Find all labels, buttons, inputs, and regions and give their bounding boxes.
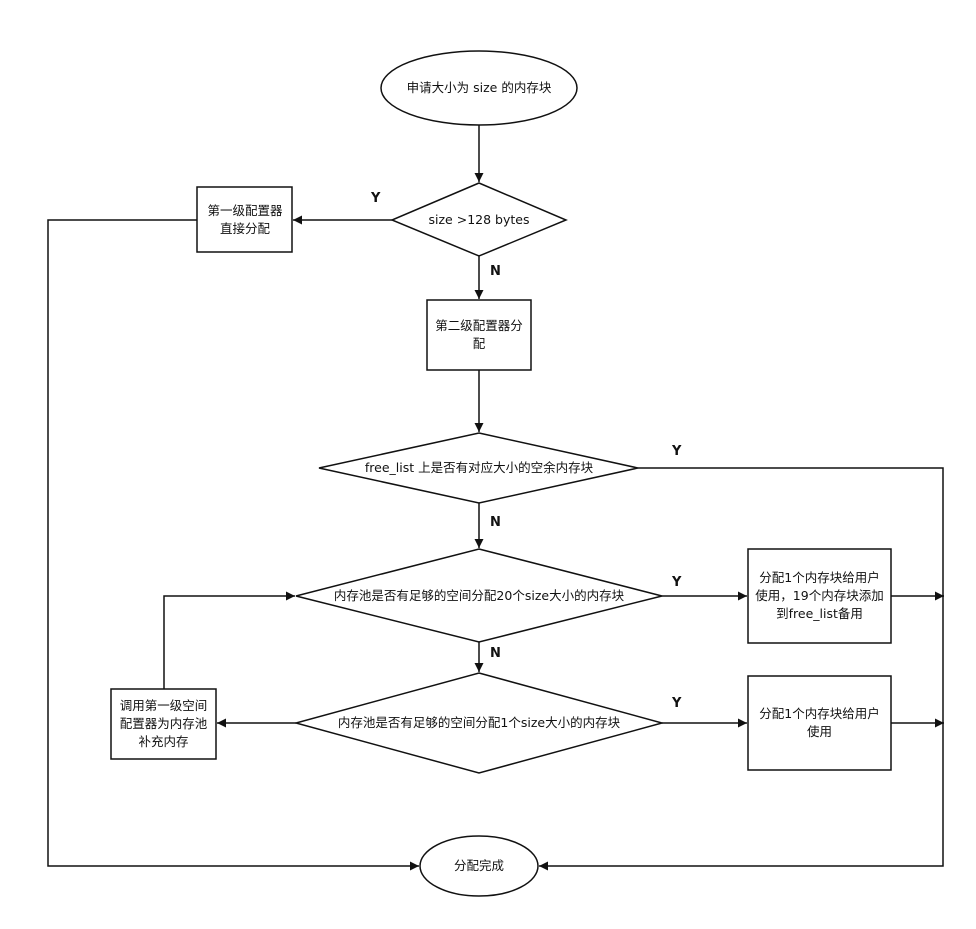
- pool20-yes-label: Y: [672, 575, 682, 590]
- alloc-1-box: [747, 675, 892, 771]
- size-check-label: size >128 bytes: [428, 212, 530, 227]
- arrow-freelist-yes-to-end: [539, 467, 944, 871]
- alloc-20-label: 分配1个内存块给用户使用，19个内存块添加到free_list备用: [755, 570, 884, 621]
- first-alloc-label: 第一级配置器直接分配: [207, 203, 283, 236]
- pool-check-1-diamond: [293, 672, 665, 774]
- second-alloc-label: 第二级配置器分配: [435, 318, 523, 351]
- refill-box: [110, 688, 217, 760]
- pool20-no-label: N: [490, 646, 501, 661]
- alloc-1-label: 分配1个内存块给用户使用: [759, 706, 880, 739]
- pool-check-20-label: 内存池是否有足够的空间分配20个size大小的内存块: [333, 588, 625, 603]
- arrow-refill-to-pool20: [163, 591, 295, 689]
- end-ellipse: [419, 835, 539, 897]
- refill-label: 调用第一级空间配置器为内存池补充内存: [119, 698, 208, 749]
- first-alloc-box: [196, 186, 293, 253]
- freelist-no-label: N: [490, 515, 501, 530]
- size-yes-label: Y: [371, 191, 381, 206]
- end-label: 分配完成: [453, 858, 504, 873]
- size-no-label: N: [490, 264, 501, 279]
- freelist-yes-label: Y: [672, 444, 682, 459]
- freelist-check-label: free_list 上是否有对应大小的空余内存块: [364, 460, 594, 475]
- pool-check-1-label: 内存池是否有足够的空间分配1个size大小的内存块: [337, 715, 621, 730]
- pool1-yes-label: Y: [672, 696, 682, 711]
- arrow-first-alloc-to-end: [47, 219, 419, 871]
- start-label: 申请大小为 size 的内存块: [406, 80, 552, 95]
- alloc-20-box: [747, 548, 892, 644]
